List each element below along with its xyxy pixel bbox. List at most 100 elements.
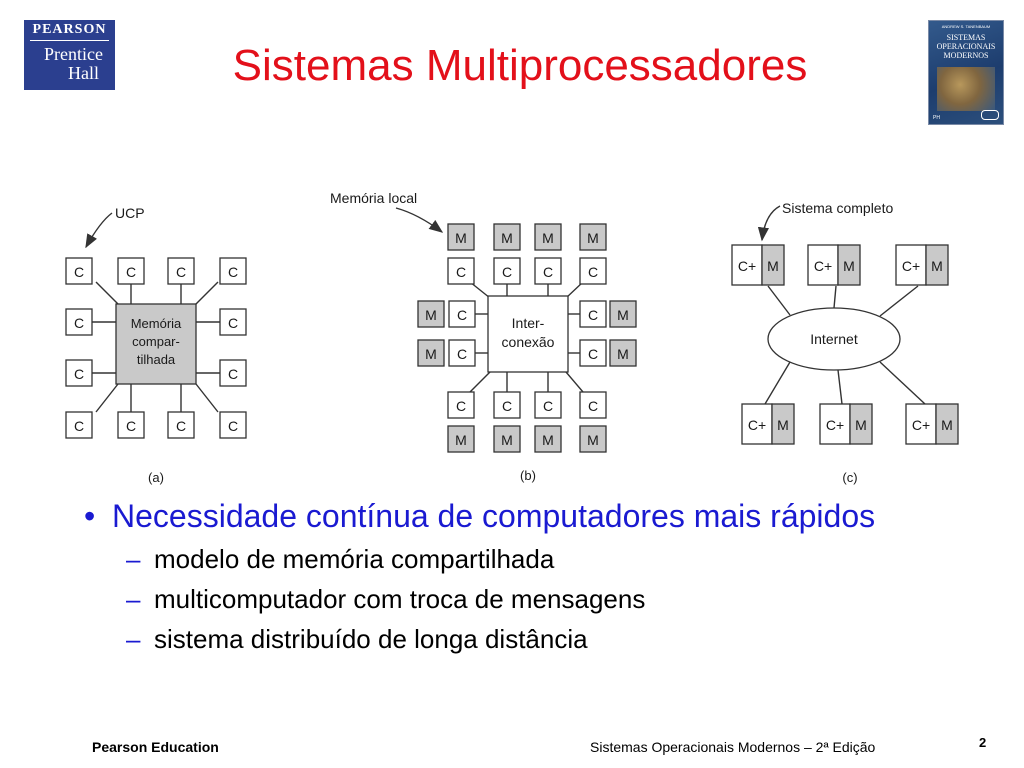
panel-b-node: C M [579, 391, 607, 453]
svg-text:C: C [457, 307, 467, 323]
bullet-main-text: Necessidade contínua de computadores mai… [112, 498, 876, 534]
svg-text:C: C [126, 418, 136, 434]
panel-c-internet-cloud [767, 307, 901, 371]
svg-text:C+: C+ [814, 258, 832, 274]
panel-c-node: C+ M [895, 244, 949, 286]
panel-a-cpu: C [65, 257, 93, 285]
svg-text:C: C [502, 398, 512, 414]
panel-c-caption: (c) [842, 470, 857, 485]
svg-text:C: C [228, 315, 238, 331]
svg-text:M: M [455, 230, 467, 246]
logo-line-hall: Hall [68, 63, 99, 83]
panel-a-cpu: C [219, 308, 247, 336]
svg-text:C: C [588, 307, 598, 323]
panel-b-node: M C [493, 223, 521, 285]
svg-text:M: M [855, 417, 867, 433]
panel-c-distributed: Sistema completo Internet C+ M C+ M C+ M… [731, 200, 959, 485]
pearson-prentice-hall-logo: PEARSON Prentice Hall [24, 20, 115, 90]
svg-text:M: M [617, 346, 629, 362]
logo-brand: PEARSON [32, 22, 107, 37]
svg-text:M: M [617, 307, 629, 323]
panel-a-cpu: C [167, 411, 195, 439]
panel-b-multicomputer: Memória local Inter- conexão M C M C [330, 190, 637, 483]
panel-b-caption: (b) [520, 468, 536, 483]
bullet-dot-icon: • [84, 498, 96, 534]
multiprocessor-diagram: UCP Memória compar- tilhada C C C C C C … [65, 190, 959, 485]
panel-b-node: M C [417, 339, 476, 367]
svg-text:M: M [501, 432, 513, 448]
bullet-main: • Necessidade contínua de computadores m… [84, 498, 984, 535]
svg-text:M: M [455, 432, 467, 448]
panel-a-caption: (a) [148, 470, 164, 485]
svg-text:M: M [425, 307, 437, 323]
panel-b-node: C M [447, 391, 475, 453]
svg-text:C: C [502, 264, 512, 280]
book-cover-artwork [937, 67, 995, 111]
panel-a-memory-line-2: compar- [132, 334, 180, 349]
svg-text:M: M [542, 432, 554, 448]
panel-b-node: M C [579, 223, 607, 285]
panel-c-node: C+ M [905, 403, 959, 445]
sub-bullet-text: modelo de memória compartilhada [154, 544, 555, 574]
panel-c-node: C+ M [807, 244, 861, 286]
panel-b-links [469, 281, 584, 393]
svg-text:C: C [176, 418, 186, 434]
svg-text:C+: C+ [902, 258, 920, 274]
panel-b-node: C M [493, 391, 521, 453]
panel-a-pointer-label: UCP [115, 205, 145, 221]
panel-a-pointer-arrow [85, 212, 113, 249]
panel-a-cpu: C [219, 411, 247, 439]
svg-text:C: C [543, 264, 553, 280]
svg-text:C: C [74, 366, 84, 382]
panel-c-node: C+ M [819, 403, 873, 445]
panel-b-node: M C [417, 300, 476, 328]
panel-a-cpu: C [117, 257, 145, 285]
svg-text:C: C [74, 315, 84, 331]
svg-text:M: M [843, 258, 855, 274]
panel-a-memory-line-1: Memória [131, 316, 182, 331]
svg-text:M: M [931, 258, 943, 274]
panel-b-node: C M [579, 339, 637, 367]
panel-b-node: M C [447, 223, 475, 285]
svg-text:C: C [457, 346, 467, 362]
sub-bullet: – multicomputador com troca de mensagens [84, 579, 984, 619]
svg-text:C+: C+ [738, 258, 756, 274]
svg-text:C: C [74, 264, 84, 280]
book-cover-title-line-2: OPERACIONAIS [936, 42, 996, 51]
sub-bullet-text: sistema distribuído de longa distância [154, 624, 588, 654]
panel-a-cpu: C [65, 411, 93, 439]
book-cover-author: ANDREW S. TANENBAUM [941, 24, 991, 29]
panel-a-shared-memory-box [115, 303, 197, 385]
book-cover-logo-icon [981, 110, 999, 120]
svg-text:C: C [588, 346, 598, 362]
panel-b-interconnect-box [487, 295, 569, 373]
panel-a-cpu: C [167, 257, 195, 285]
svg-text:M: M [587, 432, 599, 448]
svg-text:C: C [456, 398, 466, 414]
svg-text:C: C [176, 264, 186, 280]
page-number: 2 [979, 735, 987, 750]
book-cover-title-line-3: MODERNOS [943, 51, 989, 60]
svg-text:M: M [941, 417, 953, 433]
svg-text:C: C [228, 418, 238, 434]
panel-b-pointer-label: Memória local [330, 190, 417, 206]
panel-a-cpu: C [219, 359, 247, 387]
panel-a-cpu: C [65, 308, 93, 336]
svg-text:C: C [456, 264, 466, 280]
svg-text:C: C [228, 264, 238, 280]
svg-text:M: M [587, 230, 599, 246]
panel-c-node: C+ M [731, 244, 785, 286]
book-cover-image: ANDREW S. TANENBAUM SISTEMAS OPERACIONAI… [928, 20, 1004, 125]
panel-c-links [764, 285, 926, 405]
book-cover-publisher: PH [933, 115, 940, 121]
svg-text:C: C [588, 398, 598, 414]
sub-bullet-dash-icon: – [126, 624, 141, 654]
sub-bullet: – modelo de memória compartilhada [84, 539, 984, 579]
footer-book-title: Sistemas Operacionais Modernos – 2ª Ediç… [590, 739, 876, 755]
panel-a-links [91, 281, 221, 413]
svg-text:M: M [777, 417, 789, 433]
svg-text:C: C [74, 418, 84, 434]
panel-a-cpu: C [219, 257, 247, 285]
panel-c-pointer-arrow [757, 205, 781, 242]
logo-line-prentice: Prentice [44, 44, 103, 64]
